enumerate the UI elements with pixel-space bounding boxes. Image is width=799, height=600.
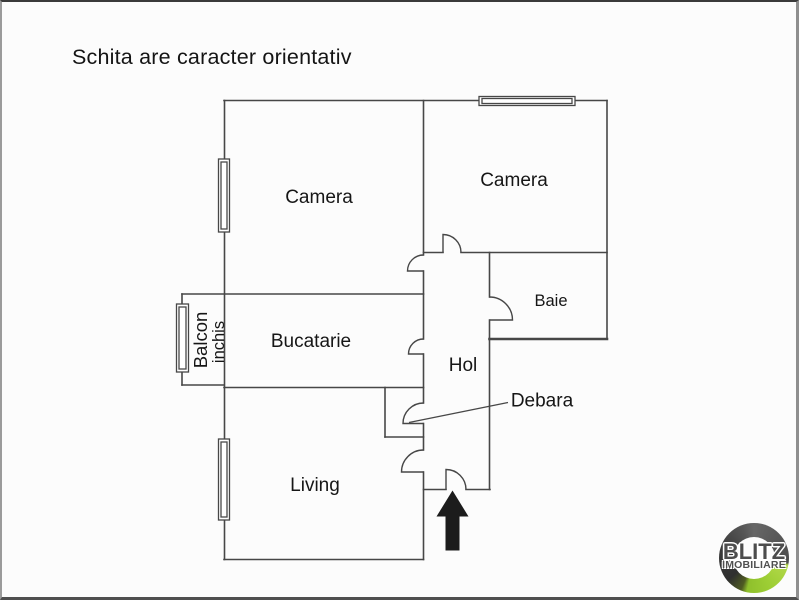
window xyxy=(478,95,576,107)
doors xyxy=(400,233,514,490)
window-inner xyxy=(481,97,573,105)
window xyxy=(217,438,231,521)
window xyxy=(217,158,231,233)
door-arc-bucatarie xyxy=(407,338,424,355)
windows xyxy=(175,95,576,521)
page-title: Schita are caracter orientativ xyxy=(72,45,352,69)
entrance-arrow-icon xyxy=(436,490,469,551)
room-label-bucatarie: Bucatarie xyxy=(271,331,351,352)
door-arc-baie xyxy=(489,296,514,321)
window-inner xyxy=(220,161,228,230)
room-labels: Camera Camera Baie Bucatarie Hol Debara … xyxy=(190,170,574,496)
room-label-balcon-inchis: inchis xyxy=(210,321,228,363)
room-label-baie: Baie xyxy=(534,292,567,310)
logo-brand-text: BLITZ xyxy=(722,539,786,564)
door-arc-debara xyxy=(402,402,424,425)
logo-subtitle-text: IMOBILIARE xyxy=(722,559,786,571)
blitz-imobiliare-logo: BLITZ IMOBILIARE xyxy=(719,523,789,593)
door-arc-entrance xyxy=(445,468,467,490)
window xyxy=(175,303,190,373)
walls xyxy=(181,99,609,561)
door-arc-camera-1 xyxy=(406,254,424,272)
debara-leader-line xyxy=(408,401,509,424)
room-label-camera-2: Camera xyxy=(480,170,548,191)
room-label-debara: Debara xyxy=(511,391,574,412)
room-label-living: Living xyxy=(290,475,340,496)
room-label-balcon: Balcon xyxy=(190,312,211,369)
window-inner xyxy=(220,441,228,518)
room-label-camera-1: Camera xyxy=(285,187,353,208)
room-label-hol: Hol xyxy=(449,355,478,376)
window-inner xyxy=(178,306,187,370)
door-arc-living xyxy=(400,449,424,473)
logo-ring-hole xyxy=(733,537,775,579)
door-arc-camera-2 xyxy=(442,233,462,253)
